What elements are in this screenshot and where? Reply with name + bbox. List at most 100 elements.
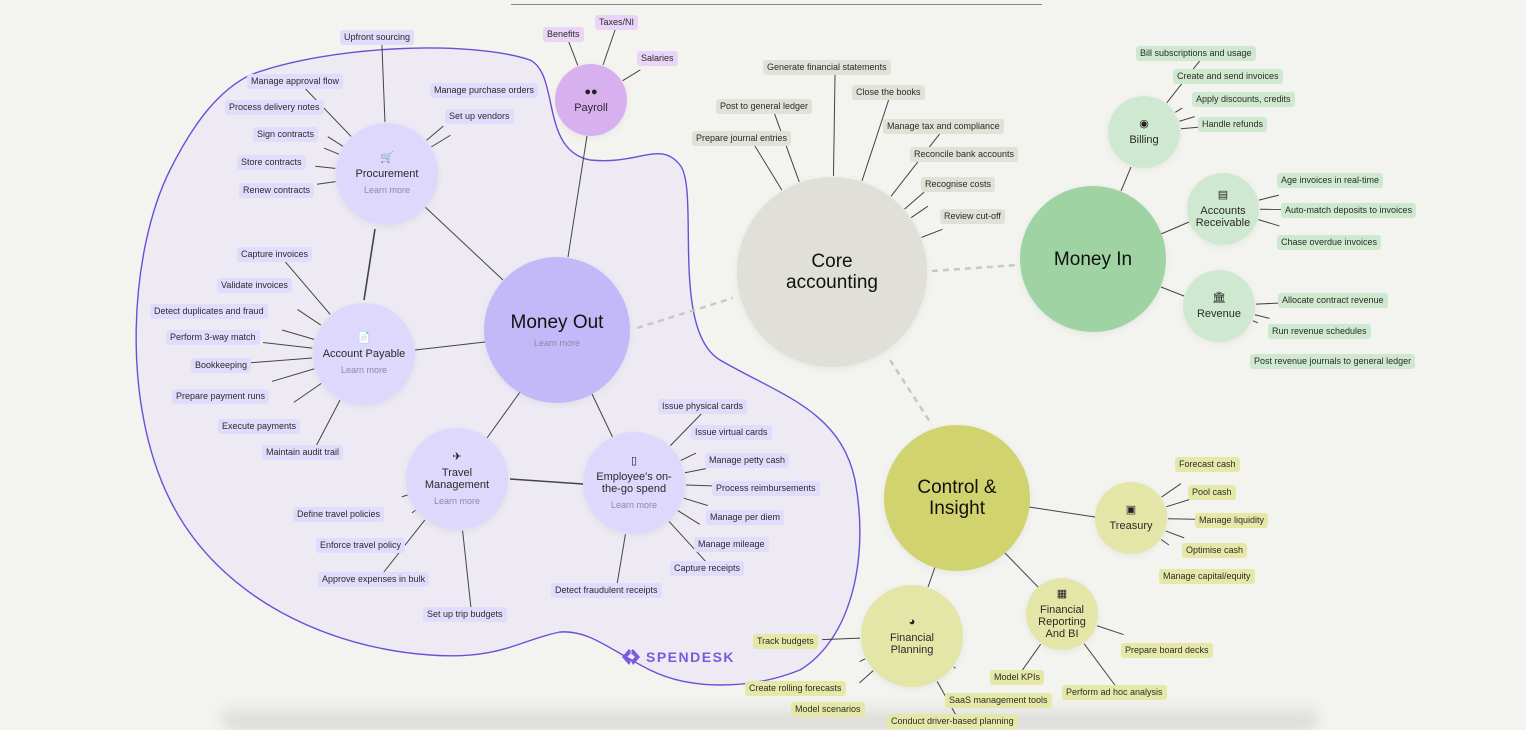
task-connector [623, 70, 641, 81]
node-treasury[interactable]: ▣ Treasury [1095, 482, 1167, 554]
task-connector [833, 74, 835, 176]
learn-more-link[interactable]: Learn more [364, 185, 410, 195]
node-title: Revenue [1197, 308, 1241, 320]
node-title: Accounts Receivable [1190, 205, 1256, 229]
task-connector [1166, 531, 1185, 538]
task-tag: Set up trip budgets [423, 607, 507, 622]
task-tag: Process delivery notes [225, 100, 324, 115]
node-core-accounting[interactable]: Core accounting [737, 177, 927, 367]
task-tag: Capture invoices [237, 247, 312, 262]
task-tag: Enforce travel policy [316, 538, 405, 553]
task-connector [1259, 195, 1279, 200]
task-tag: Upfront sourcing [340, 30, 414, 45]
task-tag: Model KPIs [990, 670, 1044, 685]
task-tag: Review cut-off [940, 209, 1005, 224]
task-connector [774, 113, 799, 182]
task-connector [862, 99, 889, 181]
node-title: Treasury [1110, 520, 1153, 532]
task-tag: Chase overdue invoices [1277, 235, 1381, 250]
table-icon: ▦ [1057, 589, 1067, 600]
node-control-insight[interactable]: Control & Insight [884, 425, 1030, 571]
task-tag: Perform ad hoc analysis [1062, 685, 1167, 700]
task-tag: Issue virtual cards [691, 425, 772, 440]
task-tag: Perform 3-way match [166, 330, 260, 345]
connector-line [1161, 222, 1189, 234]
store-icon: ▤ [1218, 190, 1228, 201]
task-tag: Define travel policies [293, 507, 384, 522]
task-tag: Manage petty cash [705, 453, 789, 468]
connector-core-control [890, 360, 932, 425]
task-tag: Bill subscriptions and usage [1136, 46, 1256, 61]
node-financial-planning[interactable]: ◕ Financial Planning [861, 585, 963, 687]
task-tag: Allocate contract revenue [1278, 293, 1388, 308]
piggy-bank-icon: ◉ [1139, 119, 1149, 130]
node-title: Financial Reporting And BI [1032, 604, 1092, 640]
learn-more-link[interactable]: Learn more [341, 365, 387, 375]
task-tag: Run revenue schedules [1268, 324, 1371, 339]
task-connector [860, 659, 866, 662]
invoice-icon: 📄 [357, 333, 371, 344]
node-travel-management[interactable]: ✈ Travel Management Learn more [406, 428, 508, 530]
node-account-payable[interactable]: 📄 Account Payable Learn more [313, 303, 415, 405]
task-tag: Process reimbursements [712, 481, 820, 496]
bank-icon: 🏛 [1212, 293, 1226, 304]
task-tag: SaaS management tools [945, 693, 1052, 708]
node-money-out[interactable]: Money Out Learn more [484, 257, 630, 403]
node-money-in[interactable]: Money In [1020, 186, 1166, 332]
task-tag: Manage approval flow [247, 74, 343, 89]
node-accounts-receivable[interactable]: ▤ Accounts Receivable [1187, 173, 1259, 245]
learn-more-link[interactable]: Learn more [611, 500, 657, 510]
task-tag: Create rolling forecasts [745, 681, 846, 696]
task-tag: Bookkeeping [191, 358, 251, 373]
learn-more-link[interactable]: Learn more [434, 496, 480, 506]
task-connector [1256, 303, 1278, 304]
task-connector [860, 671, 874, 683]
task-connector [1255, 315, 1270, 319]
node-revenue[interactable]: 🏛 Revenue [1183, 270, 1255, 342]
node-title: Money Out [511, 312, 604, 333]
node-procurement[interactable]: 🛒 Procurement Learn more [336, 123, 438, 225]
task-tag: Post revenue journals to general ledger [1250, 354, 1415, 369]
task-tag: Close the books [852, 85, 925, 100]
task-tag: Handle refunds [1198, 117, 1267, 132]
task-tag: Maintain audit trail [262, 445, 343, 460]
node-title: Employee's on-the-go spend [594, 471, 674, 495]
task-tag: Sign contracts [253, 127, 318, 142]
task-tag: Set up vendors [445, 109, 514, 124]
connector-line [1121, 167, 1131, 191]
task-connector [1022, 644, 1041, 671]
node-title: Procurement [356, 168, 419, 180]
task-connector [1175, 108, 1182, 112]
cash-icon: ▣ [1126, 505, 1136, 516]
node-payroll[interactable]: ●● Payroll [555, 64, 627, 136]
pie-chart-icon: ◕ [909, 617, 916, 628]
node-title: Account Payable [323, 348, 406, 360]
task-tag: Manage purchase orders [430, 83, 538, 98]
task-tag: Forecast cash [1175, 457, 1240, 472]
node-financial-reporting[interactable]: ▦ Financial Reporting And BI [1026, 578, 1098, 650]
bottom-shadow [220, 700, 1320, 730]
node-title: Financial Planning [882, 632, 942, 656]
node-employee-spend[interactable]: ▯ Employee's on-the-go spend Learn more [583, 432, 685, 534]
node-title: Core accounting [777, 251, 887, 293]
task-tag: Recognise costs [921, 177, 995, 192]
task-connector [905, 192, 925, 209]
task-connector [603, 29, 616, 65]
task-tag: Issue physical cards [658, 399, 747, 414]
top-divider [511, 4, 1042, 5]
spendesk-logo-icon [620, 648, 642, 666]
task-tag: Post to general ledger [716, 99, 812, 114]
task-tag: Pool cash [1188, 485, 1236, 500]
learn-more-link[interactable]: Learn more [534, 338, 580, 348]
task-tag: Salaries [637, 51, 678, 66]
task-connector [954, 667, 956, 668]
task-tag: Store contracts [237, 155, 306, 170]
node-title: Control & Insight [907, 477, 1007, 519]
task-tag: Renew contracts [239, 183, 314, 198]
people-icon: ●● [584, 87, 597, 98]
node-billing[interactable]: ◉ Billing [1108, 96, 1180, 168]
phone-icon: ▯ [631, 456, 637, 467]
task-connector [1084, 644, 1116, 687]
task-tag: Create and send invoices [1173, 69, 1283, 84]
task-tag: Auto-match deposits to invoices [1281, 203, 1416, 218]
